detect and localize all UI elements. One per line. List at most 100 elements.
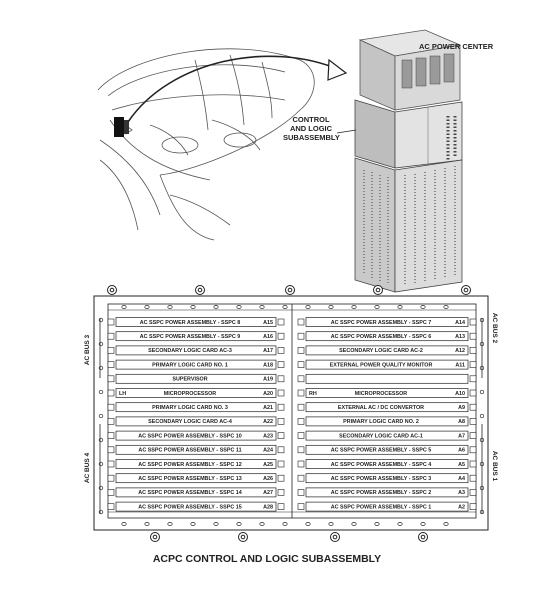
card-slot-id: A17 (263, 348, 273, 354)
card-connector-right (277, 503, 285, 510)
card-outline (305, 345, 469, 356)
card-outline (305, 416, 469, 427)
card-connector-left (107, 460, 115, 468)
card-slot-id: A18 (263, 362, 273, 368)
card-slot-id: A20 (263, 391, 273, 397)
card-connector-right (469, 403, 477, 411)
card-connector-right (469, 460, 477, 468)
card-name: SUPERVISOR (172, 377, 207, 383)
bus-label-ac-bus-2: AC BUS 2 (491, 313, 498, 344)
card-slot-id: A19 (263, 377, 273, 383)
card-outline (305, 501, 469, 512)
rail-hole-bottom (282, 522, 288, 526)
card-name: SECONDARY LOGIC CARD AC-1 (339, 433, 423, 439)
card-connector-right (469, 474, 477, 482)
card-slot-id: A23 (263, 433, 273, 439)
rail-hole-bottom (328, 522, 334, 526)
card-connector-right (277, 375, 285, 383)
rail-hole-bottom (213, 522, 219, 526)
card-connector-right (469, 318, 477, 326)
mounting-screw-top-center (109, 287, 115, 293)
card-connector-right (277, 418, 285, 425)
rail-hole-top (397, 305, 403, 309)
card-outline (305, 388, 469, 398)
card-outline (115, 373, 277, 384)
card-connector-right (277, 403, 285, 411)
card-outline (115, 430, 277, 441)
rail-hole-top (328, 305, 334, 309)
card-name: AC SSPC POWER ASSEMBLY - SSPC 13 (138, 476, 241, 482)
rail-hole-bottom (397, 522, 403, 526)
card-name: AC SSPC POWER ASSEMBLY - SSPC 10 (138, 433, 241, 439)
card-name: AC SSPC POWER ASSEMBLY - SSPC 6 (331, 334, 431, 340)
card-slot-id: A6 (458, 448, 465, 454)
card-name: PRIMARY LOGIC CARD NO. 1 (152, 362, 228, 368)
card-outline (115, 402, 277, 413)
card-slot-id: A12 (455, 348, 465, 354)
side-hole-right (479, 413, 485, 419)
rail-hole-bottom (351, 522, 357, 526)
card-connector-right (469, 389, 477, 397)
card-name: SECONDARY LOGIC CARD AC-4 (148, 419, 232, 425)
card-connector-left (297, 418, 305, 425)
card-outline (115, 473, 277, 484)
rail-hole-bottom (305, 522, 311, 526)
card-outline (115, 359, 277, 370)
card-connector-left (107, 418, 115, 425)
card-name: AC SSPC POWER ASSEMBLY - SSPC 3 (331, 476, 431, 482)
card-outline (115, 501, 277, 512)
card-connector-left (107, 446, 115, 454)
card-name: AC SSPC POWER ASSEMBLY - SSPC 5 (331, 448, 431, 454)
rail-hole-bottom (443, 522, 449, 526)
card-name: AC SSPC POWER ASSEMBLY - SSPC 2 (331, 490, 431, 496)
rail-hole-top (259, 305, 265, 309)
card-name: SECONDARY LOGIC CARD AC-2 (339, 348, 423, 354)
card-slot-id: A27 (263, 490, 273, 496)
rail-hole-bottom (121, 522, 127, 526)
card-connector-right (469, 375, 477, 383)
rail-hole-bottom (167, 522, 173, 526)
card-slot-id: A15 (263, 320, 273, 326)
card-outline (305, 359, 469, 370)
card-connector-right (277, 489, 285, 496)
card-slot-id: A28 (263, 504, 273, 510)
card-connector-right (277, 389, 285, 397)
mounting-screw-top-center (287, 287, 293, 293)
control-logic-label-line-1: CONTROL (292, 115, 330, 124)
card-connector-left (297, 361, 305, 368)
left-card-slot: SUPERVISOR A19 (107, 373, 285, 384)
card-name: SECONDARY LOGIC CARD AC-3 (148, 348, 232, 354)
card-connector-left (297, 489, 305, 496)
card-connector-left (107, 432, 115, 439)
card-connector-left (107, 361, 115, 368)
card-outline (115, 331, 277, 342)
control-logic-label-line-3: SUBASSEMBLY (283, 133, 340, 142)
card-slot-id: A21 (263, 405, 273, 411)
card-connector-right (469, 489, 477, 496)
card-connector-right (277, 361, 285, 368)
rail-hole-top (374, 305, 380, 309)
card-slot-id: A5 (458, 462, 465, 468)
ac-power-center-cabinet (354, 29, 463, 293)
rail-hole-top (305, 305, 311, 309)
card-connector-left (297, 389, 305, 397)
card-name: MICROPROCESSOR (355, 391, 408, 397)
card-name: PRIMARY LOGIC CARD NO. 2 (343, 419, 419, 425)
card-connector-right (277, 474, 285, 482)
side-hole-right (479, 389, 485, 395)
card-connector-left (297, 347, 305, 354)
card-outline (305, 331, 469, 342)
card-name: AC SSPC POWER ASSEMBLY - SSPC 8 (140, 320, 240, 326)
card-connector-left (297, 446, 305, 454)
